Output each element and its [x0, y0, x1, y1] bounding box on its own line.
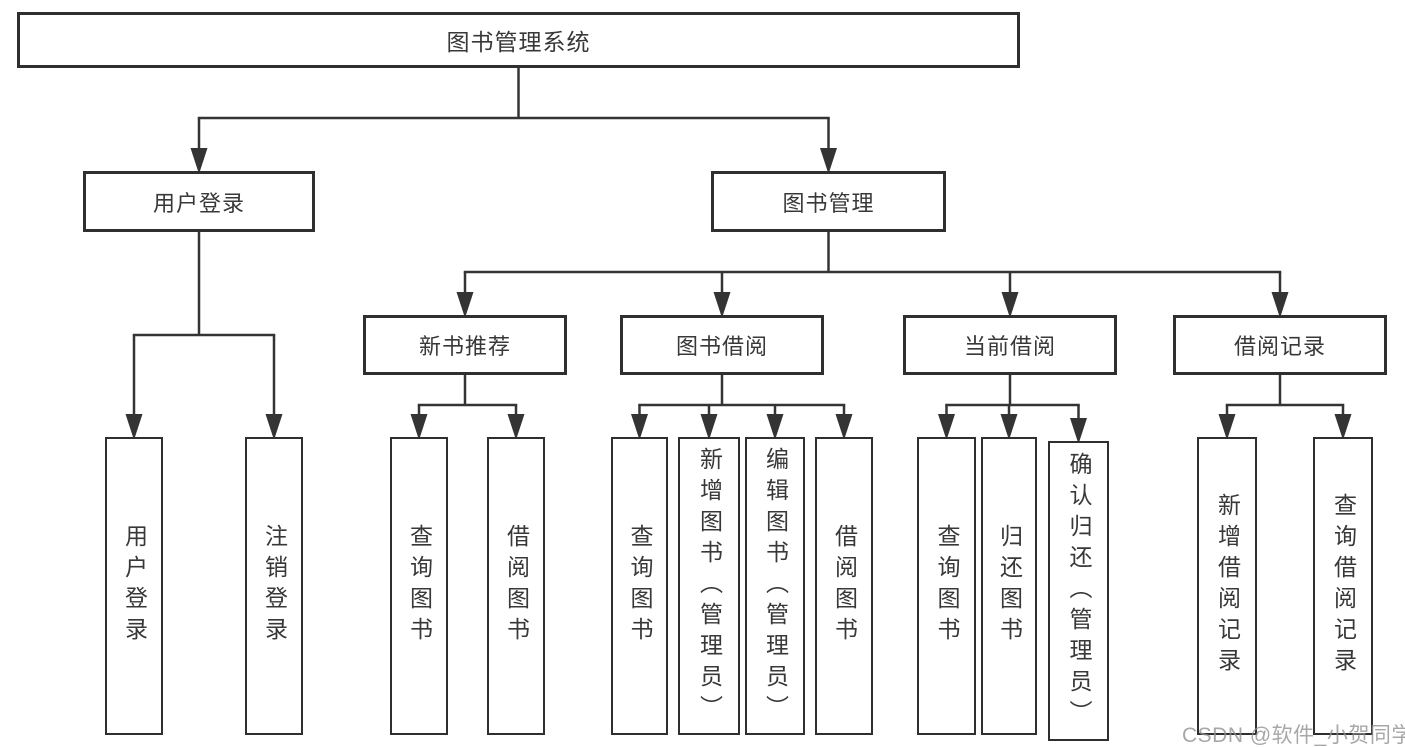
node-label: 新书推荐 [418, 334, 511, 359]
leaf-add-borrow-record: 新增借阅记录 [1197, 437, 1257, 735]
csdn-watermark: CSDN @软件_小贺同学 [1182, 724, 1405, 747]
node-label: 图书管理 [782, 190, 875, 216]
node-user-login: 用户登录 [83, 171, 315, 232]
node-label: 借阅图书 [831, 524, 858, 648]
leaf-borrow-books: 借阅图书 [487, 437, 545, 735]
leaf-query-books: 查询图书 [390, 437, 448, 735]
node-book-management: 图书管理 [711, 171, 946, 232]
node-label: 确认归还（管理员） [1066, 451, 1092, 731]
leaf-add-books-admin: 新增图书（管理员） [678, 437, 740, 735]
leaf-user-login: 用户登录 [105, 437, 163, 735]
node-label: 注销登录 [261, 524, 288, 648]
node-label: 当前借阅 [963, 334, 1056, 359]
node-label: 图书管理系统 [446, 29, 591, 55]
node-book-borrowing: 图书借阅 [620, 315, 824, 375]
leaf-logout: 注销登录 [245, 437, 303, 735]
leaf-query-books: 查询图书 [611, 437, 668, 735]
leaf-query-books: 查询图书 [917, 437, 976, 735]
node-label: 用户登录 [152, 190, 245, 216]
node-current-borrowing: 当前借阅 [903, 315, 1117, 375]
leaf-confirm-return-admin: 确认归还（管理员） [1048, 441, 1109, 741]
node-label: 新增图书（管理员） [696, 446, 723, 726]
leaf-borrow-books: 借阅图书 [815, 437, 873, 735]
node-label: 查询借阅记录 [1330, 493, 1357, 679]
node-label: 归还图书 [996, 524, 1023, 648]
node-label: 新增借阅记录 [1214, 493, 1241, 679]
node-label: 用户登录 [121, 524, 148, 648]
node-label: 借阅记录 [1233, 334, 1326, 359]
node-label: 编辑图书（管理员） [762, 446, 789, 726]
leaf-query-borrow-record: 查询借阅记录 [1313, 437, 1373, 735]
node-label: 查询图书 [406, 524, 433, 648]
node-label: 查询图书 [934, 524, 960, 648]
node-label: 借阅图书 [503, 524, 530, 648]
leaf-return-books: 归还图书 [981, 437, 1037, 735]
node-label: 图书借阅 [675, 334, 768, 359]
node-library-management-system: 图书管理系统 [17, 12, 1020, 68]
node-label: 查询图书 [627, 524, 653, 648]
node-new-book-recommendation: 新书推荐 [363, 315, 567, 375]
node-borrowing-records: 借阅记录 [1173, 315, 1387, 375]
leaf-edit-books-admin: 编辑图书（管理员） [745, 437, 805, 735]
